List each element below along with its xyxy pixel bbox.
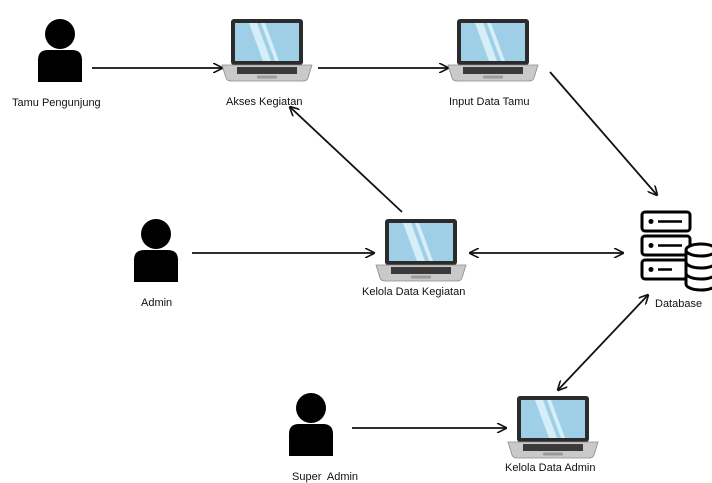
person-icon [134,219,178,282]
process-label-input-data-tamu: Input Data Tamu [449,96,530,108]
process-label-kelola-data-admin: Kelola Data Admin [505,462,596,474]
edges [92,68,657,428]
laptop-icon [507,395,599,459]
database-label: Database [655,298,703,310]
person-icon [289,393,333,456]
laptop-icon [447,18,539,82]
person-icon [38,19,82,82]
edge-kelola-kegiatan-to-akses [290,107,403,213]
database-server-icon [640,210,712,292]
process-label-akses-kegiatan: Akses Kegiatan [226,96,303,108]
edge-input-to-database [549,71,657,195]
process-label-kelola-data-kegiatan: Kelola Data Kegiatan [362,286,466,298]
edge-database-kelola-admin [558,295,648,390]
laptop-icon [221,18,313,82]
laptop-icon [375,218,467,282]
actor-label-tamu-pengunjung: Tamu Pengunjung [12,97,101,109]
actor-label-super-admin: Super Admin [292,471,359,483]
actor-label-admin: Admin [141,297,173,309]
